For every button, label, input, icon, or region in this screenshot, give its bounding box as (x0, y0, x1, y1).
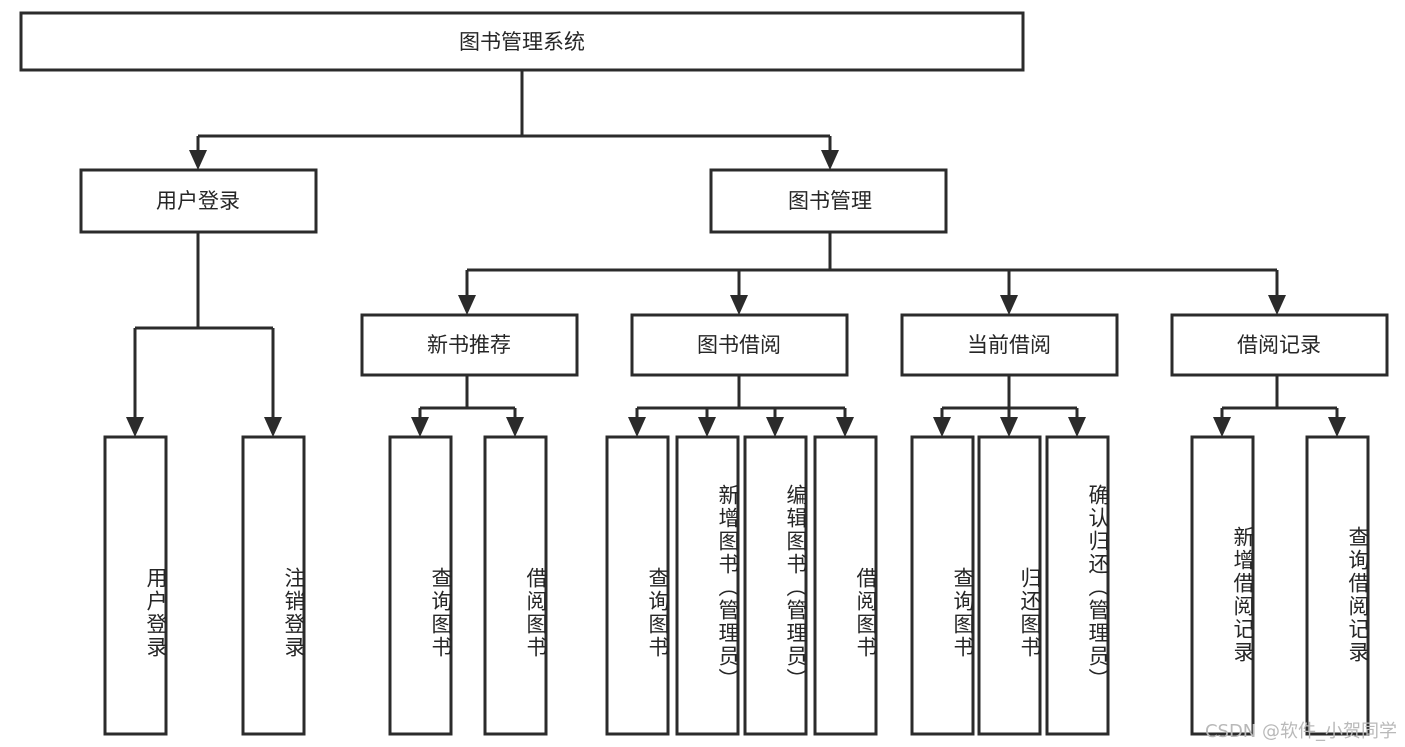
arrow-book-mgmt-to-borrow-icon (730, 295, 748, 315)
leaf-box-user-login-2[interactable] (241, 435, 306, 736)
leaf-box-book-borrow-2[interactable] (675, 435, 740, 736)
arrow-record-leaf-1-icon (1213, 417, 1231, 437)
node-new-book-recommend[interactable]: 新书推荐 (360, 313, 579, 377)
leaf-box-book-borrow-4[interactable] (813, 435, 878, 736)
arrow-user-login-leaf-2-icon (264, 417, 282, 437)
arrow-new-book-leaf-1-icon (411, 417, 429, 437)
node-new-book-recommend-label: 新书推荐 (427, 333, 511, 357)
node-current-borrow-label: 当前借阅 (967, 333, 1051, 357)
arrow-current-leaf-3-icon (1068, 417, 1086, 437)
arrow-user-login-leaf-1-icon (126, 417, 144, 437)
node-book-borrow-label: 图书借阅 (697, 333, 781, 357)
leaf-box-current-borrow-1[interactable] (910, 435, 975, 736)
arrow-borrow-leaf-4-icon (836, 417, 854, 437)
node-book-borrow-box[interactable] (630, 313, 849, 377)
leaf-box-book-borrow-1[interactable] (605, 435, 670, 736)
leaf-box-borrow-record-1[interactable] (1190, 435, 1255, 736)
leaf-box-current-borrow-3[interactable] (1045, 435, 1110, 736)
node-borrow-record[interactable]: 借阅记录 (1170, 313, 1389, 377)
arrow-record-leaf-2-icon (1328, 417, 1346, 437)
leaf-box-borrow-record-2[interactable] (1305, 435, 1370, 736)
csdn-watermark: CSDN @软件_小贺同学 (1204, 721, 1397, 742)
leaf-box-user-login-1[interactable] (103, 435, 168, 736)
arrow-new-book-leaf-2-icon (506, 417, 524, 437)
leaf-box-book-borrow-3[interactable] (743, 435, 808, 736)
node-book-management-box[interactable] (709, 168, 948, 234)
node-root[interactable]: 图书管理系统 (19, 11, 1025, 72)
edges-layer (126, 70, 1346, 437)
node-book-management[interactable]: 图书管理 (709, 168, 948, 234)
node-borrow-record-label: 借阅记录 (1237, 333, 1321, 357)
node-current-borrow[interactable]: 当前借阅 (900, 313, 1119, 377)
leaf-box-new-book-1[interactable] (388, 435, 453, 736)
arrow-borrow-leaf-3-icon (766, 417, 784, 437)
node-current-borrow-box[interactable] (900, 313, 1119, 377)
node-user-login[interactable]: 用户登录 (79, 168, 318, 234)
node-user-login-box[interactable] (79, 168, 318, 234)
arrow-book-mgmt-to-new-book-icon (458, 295, 476, 315)
arrow-root-to-user-login-icon (189, 150, 207, 170)
arrow-book-mgmt-to-record-icon (1268, 295, 1286, 315)
node-root-box[interactable] (19, 11, 1025, 72)
leaf-box-current-borrow-2[interactable] (977, 435, 1042, 736)
arrow-current-leaf-2-icon (1000, 417, 1018, 437)
arrow-current-leaf-1-icon (933, 417, 951, 437)
leaf-box-new-book-2[interactable] (483, 435, 548, 736)
node-book-borrow[interactable]: 图书借阅 (630, 313, 849, 377)
node-borrow-record-box[interactable] (1170, 313, 1389, 377)
node-book-management-label: 图书管理 (788, 189, 872, 213)
arrow-borrow-leaf-2-icon (698, 417, 716, 437)
arrow-book-mgmt-to-current-icon (1000, 295, 1018, 315)
node-new-book-recommend-box[interactable] (360, 313, 579, 377)
node-user-login-label: 用户登录 (156, 189, 240, 213)
arrow-root-to-book-mgmt-icon (821, 150, 839, 170)
arrow-borrow-leaf-1-icon (628, 417, 646, 437)
node-root-label: 图书管理系统 (459, 30, 585, 54)
